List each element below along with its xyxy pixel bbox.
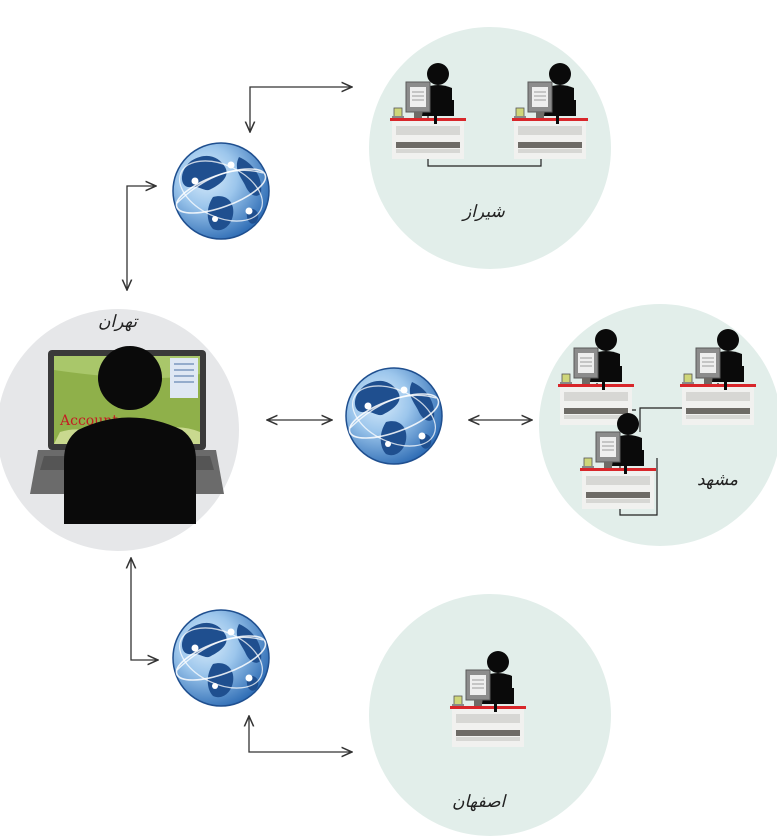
- globe-icon-middle: [342, 367, 446, 465]
- arrow-tehran-bottom-globe: [131, 558, 158, 660]
- arrow-top-globe-shiraz: [250, 87, 352, 132]
- globe-icon-top: [169, 142, 273, 240]
- arrow-bottom-globe-isfahan: [249, 716, 352, 752]
- city-label-shiraz: شیراز: [463, 202, 505, 222]
- arrow-tehran-top-globe: [127, 186, 156, 290]
- city-label-mashhad: مشهد: [697, 470, 739, 490]
- city-label-isfahan: اصفهان: [452, 792, 506, 812]
- connection-arrows: [127, 87, 532, 752]
- globe-icon-bottom: [169, 609, 273, 707]
- laptop-person-icon: Account: [30, 346, 224, 524]
- city-label-tehran: تهران: [98, 312, 138, 332]
